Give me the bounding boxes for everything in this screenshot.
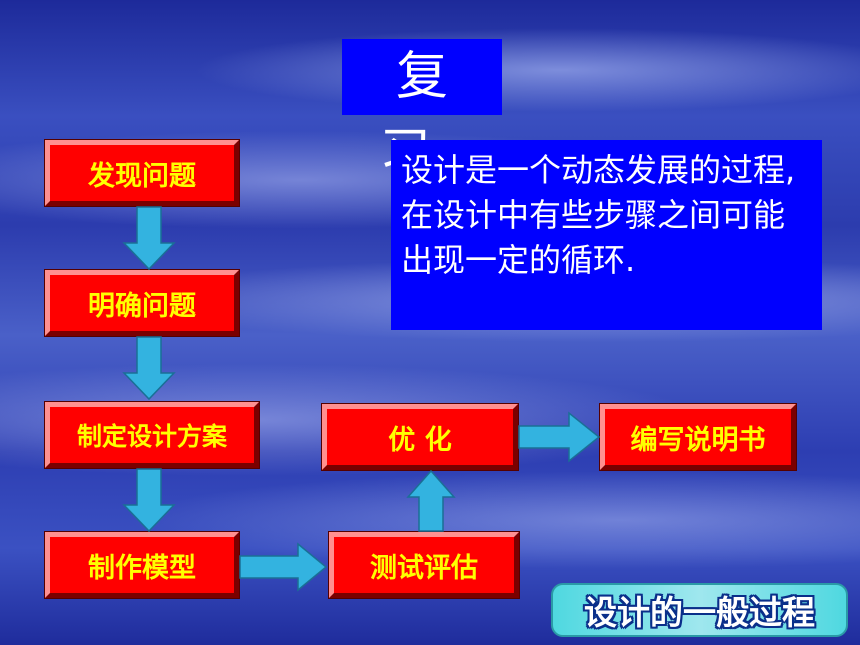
step-test-evaluate: 测试评估 [328,531,520,599]
step-discover-problem: 发现问题 [44,139,240,207]
arrow-down-icon [122,468,176,533]
arrow-down-icon [122,206,176,271]
arrow-up-icon [406,469,456,532]
arrow-right-icon [239,542,328,592]
note-box: 设计是一个动态发展的过程,在设计中有些步骤之间可能出现一定的循环. [391,140,822,330]
step-optimize: 优 化 [321,403,519,471]
step-clarify-problem: 明确问题 [44,269,240,337]
arrow-right-icon [518,411,601,463]
page-title: 复 习 [342,39,502,183]
step-build-model: 制作模型 [44,531,240,599]
arrow-down-icon [122,336,176,401]
process-label-badge: 设计的一般过程 [551,583,848,637]
step-write-manual: 编写说明书 [599,403,797,471]
step-make-design-plan: 制定设计方案 [44,401,260,469]
